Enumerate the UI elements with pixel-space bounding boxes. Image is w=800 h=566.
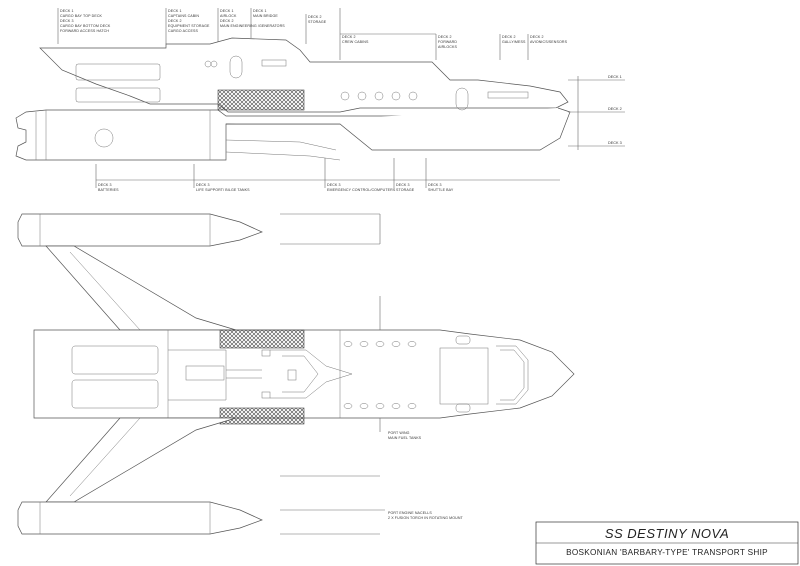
label-captains-cabin: DECK 1 CAPTAINS CABIN DECK 2 EQUIPMENT S… [168, 9, 211, 33]
label-life-support: DECK 3 LIFE SUPPORT/ BILGE TANKS [196, 183, 250, 192]
label-main-bridge: DECK 1 MAIN BRIDGE [253, 9, 278, 18]
label-port-engine-nacells: PORT ENGINE NACELLS 2 X FUSION TORCH IN … [388, 511, 464, 520]
label-storage-deck2: DECK 2 STORAGE [308, 15, 327, 24]
top-view: PORT WING MAIN FUEL TANKS PORT ENGINE NA… [17, 213, 575, 535]
label-gally-mess: DECK 2 GALLY/MESS [502, 35, 526, 44]
deck-marker-2: DECK 2 [608, 107, 622, 111]
label-airlock-engineering: DECK 1 AIRLOCK DECK 2 MAIN ENGINEERING /… [220, 9, 285, 28]
deck-markers: DECK 1 DECK 2 DECK 3 [608, 75, 622, 145]
label-cargo-bay: DECK 1 CARGO BAY TOP DECK DECK 3 CARGO B… [60, 9, 112, 33]
main-hull-top [33, 329, 575, 419]
deck-marker-lines [568, 76, 625, 150]
port-engine-nacelle [17, 501, 263, 535]
title-block: SS DESTINY NOVA BOSKONIAN 'BARBARY-TYPE'… [535, 521, 799, 565]
top-portholes [343, 341, 417, 409]
label-batteries: DECK 3 BATTERIES [98, 183, 119, 192]
deck-marker-3: DECK 3 [608, 141, 622, 145]
label-crew-cabins: DECK 2 CREW CABINS [342, 35, 369, 44]
top-view-leaders [280, 213, 385, 535]
ship-name: SS DESTINY NOVA [605, 526, 729, 541]
side-view-bottom-leaders [95, 158, 560, 188]
port-wing [45, 417, 237, 503]
side-hull [15, 37, 571, 161]
starboard-wing [45, 245, 237, 331]
starboard-engine-nacelle [17, 213, 263, 247]
label-avionics-sensors: DECK 2 AVIONICS/SENSORS [530, 35, 568, 44]
label-port-wing-fuel: PORT WING MAIN FUEL TANKS [388, 431, 422, 440]
side-view-bottom-label-text: DECK 3 BATTERIES DECK 3 LIFE SUPPORT/ BI… [98, 183, 454, 192]
side-view-top-leaders [57, 8, 529, 60]
label-forward-airlocks: DECK 2 FORWARD AIRLOCKS [438, 35, 458, 49]
label-shuttle-bay: DECK 3 SHUTTLE BAY [428, 183, 454, 192]
deck-marker-1: DECK 1 [608, 75, 622, 79]
label-storage-deck3: DECK 3 STORAGE [396, 183, 415, 192]
label-emergency-control: DECK 3 EMERGENCY CONTROL/COMPUTERS [327, 183, 396, 192]
side-view-top-label-text: DECK 1 CARGO BAY TOP DECK DECK 3 CARGO B… [60, 9, 568, 49]
ship-type: BOSKONIAN 'BARBARY-TYPE' TRANSPORT SHIP [566, 548, 768, 557]
side-view: DECK 1 CARGO BAY TOP DECK DECK 3 CARGO B… [15, 8, 625, 192]
